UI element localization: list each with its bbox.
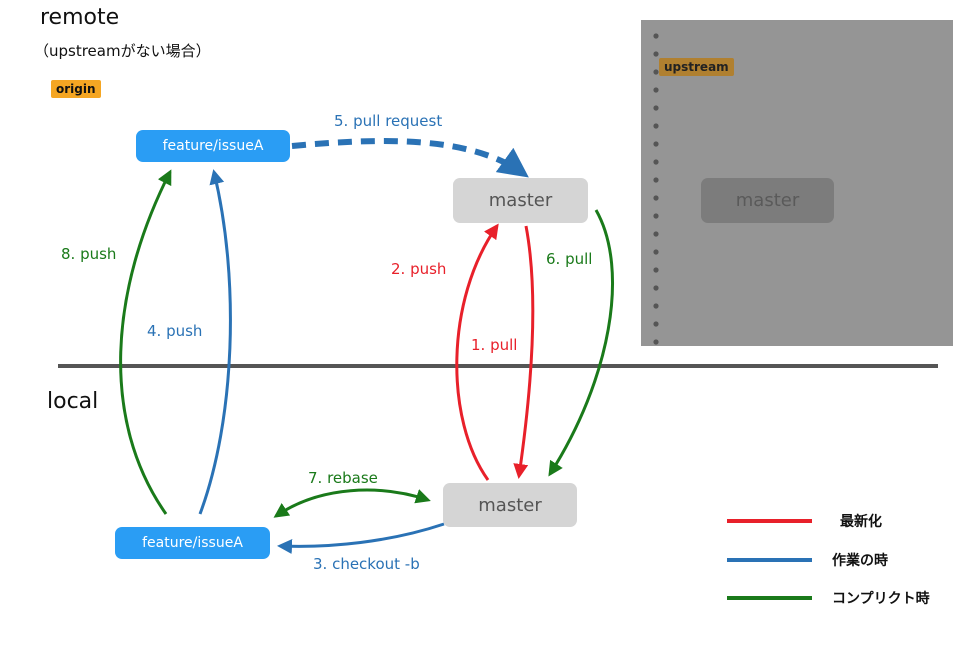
edge-5-pull-request	[291, 138, 529, 178]
legend-label-green: コンプリクト時	[832, 591, 930, 607]
edge-label-4: 4. push	[147, 322, 203, 340]
edge-1-pull	[513, 225, 535, 479]
edge-6-pull	[548, 209, 615, 477]
edge-label-3: 3. checkout -b	[313, 555, 420, 573]
edge-label-8: 8. push	[61, 245, 117, 263]
legend-label-red: 最新化	[840, 514, 882, 530]
legend-label-blue: 作業の時	[832, 553, 888, 569]
upstream-tag: upstream	[659, 58, 734, 76]
remote-heading: remote	[40, 5, 120, 30]
node-local-master[interactable]: master	[443, 483, 577, 527]
node-remote-feature[interactable]: feature/issueA	[136, 130, 290, 162]
node-upstream-master: master	[701, 178, 834, 223]
node-local-feature[interactable]: feature/issueA	[115, 527, 270, 559]
origin-tag: origin	[51, 80, 101, 98]
edge-8-push	[119, 169, 172, 515]
edge-4-push	[198, 169, 232, 515]
edge-label-7: 7. rebase	[308, 469, 378, 487]
edge-2-push	[455, 223, 499, 481]
remote-note: （upstreamがない場合）	[34, 42, 211, 60]
edge-label-5: 5. pull request	[334, 112, 443, 130]
edge-7-rebase	[273, 488, 431, 518]
edge-3-checkout	[277, 522, 445, 554]
edge-label-1: 1. pull	[471, 336, 518, 354]
local-heading: local	[47, 389, 99, 414]
edge-label-2: 2. push	[391, 260, 447, 278]
node-remote-master[interactable]: master	[453, 178, 588, 223]
edge-label-6: 6. pull	[546, 250, 593, 268]
